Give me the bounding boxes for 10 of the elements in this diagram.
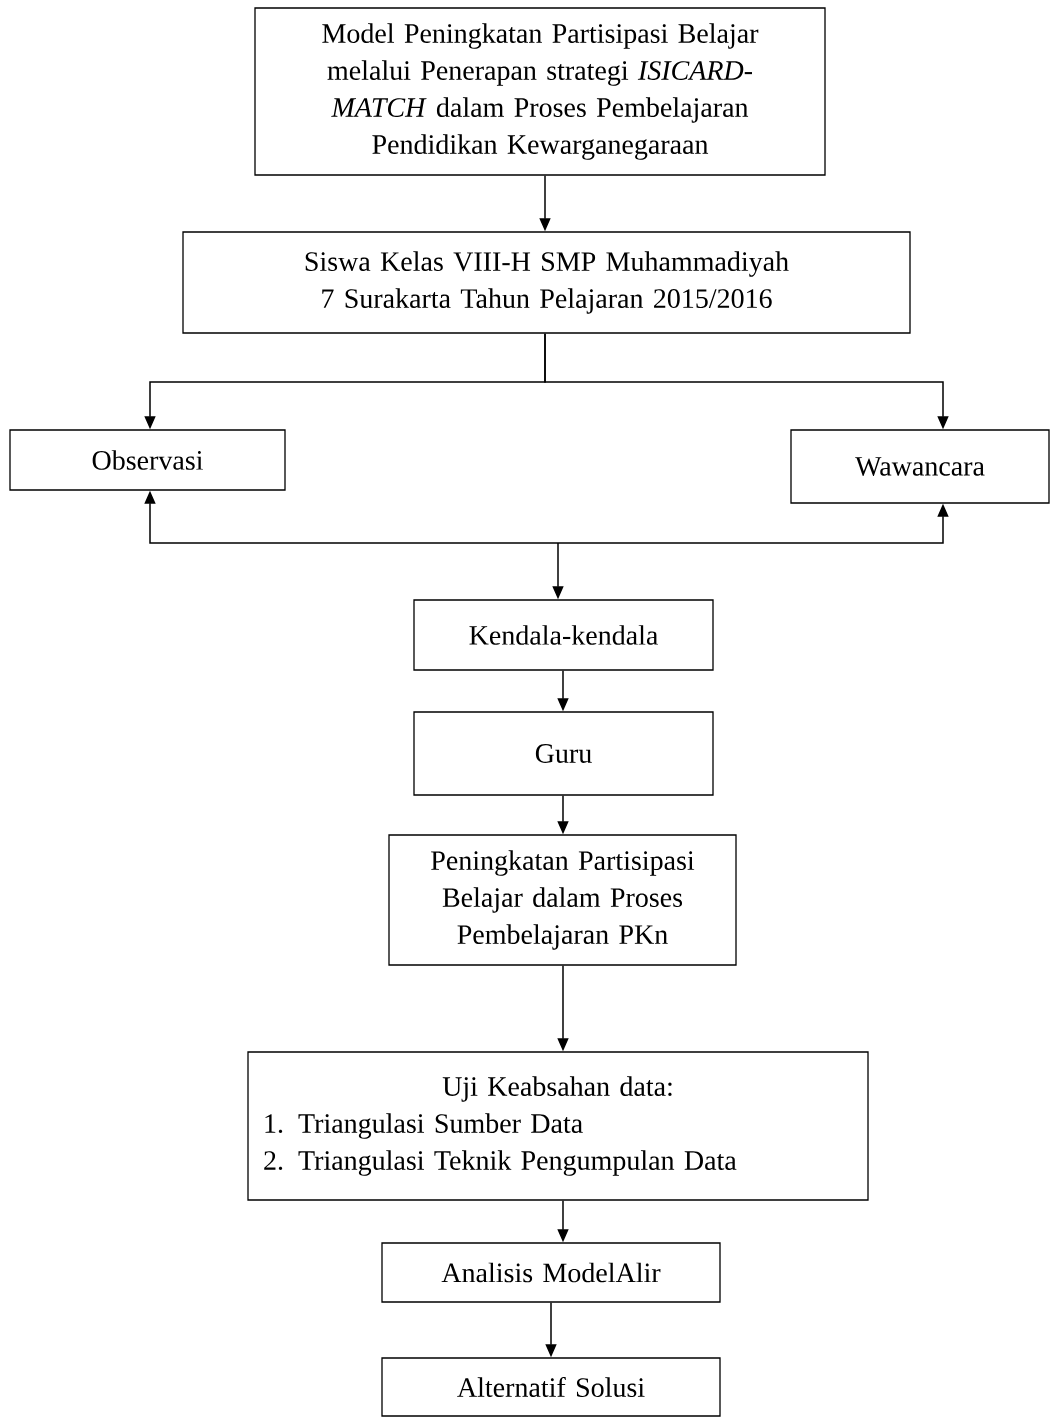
process-box: Kendala-kendala: [413, 599, 714, 671]
process-box: Observasi: [9, 429, 286, 491]
process-box: Wawancara: [790, 429, 1050, 504]
process-box: Uji Keabsahan data: 1. Triangulasi Sumber Data 2. Triangulasi Teknik Pengumpulan Data: [247, 1051, 869, 1201]
process-box: Peningkatan Partisipasi Belajar dalam Proses Pembelajaran PKn: [388, 834, 737, 966]
process-box: Siswa Kelas VIII-H SMP Muhammadiyah 7 Surakarta Tahun Pelajaran 2015/2016: [182, 231, 911, 334]
process-box: Alternatif Solusi: [381, 1357, 721, 1417]
process-box: Analisis ModelAlir: [381, 1242, 721, 1303]
process-box: Model Peningkatan Partisipasi Belajar melalui Penerapan strategi ISICARD-MATCH dalam Proses Pembelajaran Pendidikan Kewarganegaraan: [254, 7, 826, 176]
process-box: Guru: [413, 711, 714, 796]
